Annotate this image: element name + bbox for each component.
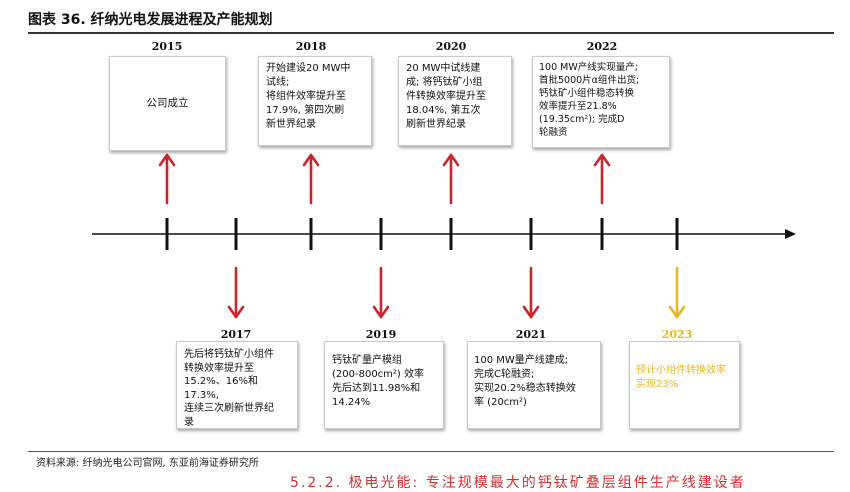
connector-arrow-2021 xyxy=(522,266,540,319)
event-text-2017: 先后将钙钛矿小组件 转换效率提升至 15.2%、16%和17.3%, 连续三次刷… xyxy=(184,349,274,428)
connector-arrow-2023 xyxy=(668,266,686,319)
year-label-2020: 2020 xyxy=(435,40,467,53)
connector-arrow-2017 xyxy=(227,266,245,319)
source-note: 资料来源: 纤纳光电公司官网, 东亚前海证券研究所 xyxy=(36,458,259,469)
event-card-2021: 100 MW量产线建成; 完成C轮融资; 实现20.2%稳态转换效 率 (20c… xyxy=(467,341,601,429)
year-label-2023: 2023 xyxy=(661,328,693,341)
event-card-2017: 先后将钙钛矿小组件 转换效率提升至 15.2%、16%和17.3%, 连续三次刷… xyxy=(176,341,298,429)
event-text-2023: 预计小组件转换效率 实现23% xyxy=(636,365,726,390)
arrow-head xyxy=(522,305,540,319)
event-text-2019: 钙钛矿量产模组 (200-800cm²) 效率 先后达到11.98%和 14.2… xyxy=(332,355,425,408)
year-label-2019: 2019 xyxy=(365,328,397,341)
event-text-2022: 100 MW产线实现量产; 首批5000片α组件出货; 钙钛矿小组件稳态转换 效… xyxy=(539,62,640,138)
event-card-2022: 100 MW产线实现量产; 首批5000片α组件出货; 钙钛矿小组件稳态转换 效… xyxy=(532,56,670,148)
arrow-head xyxy=(442,153,460,167)
arrow-head xyxy=(668,305,686,319)
connector-arrow-2015 xyxy=(158,153,176,205)
footer-divider xyxy=(28,451,834,452)
next-section-heading: 5.2.2. 极电光能: 专注规模最大的钙钛矿叠层组件生产线建设者 xyxy=(290,475,746,491)
arrow-head xyxy=(302,153,320,167)
timeline-graphic xyxy=(92,153,796,319)
year-label-2017: 2017 xyxy=(220,328,252,341)
connector-arrow-2022 xyxy=(593,153,611,205)
event-text-2015: 公司成立 xyxy=(146,97,189,109)
event-card-2020: 20 MW中试线建 成; 将钙钛矿小组 件转换效率提升至 18.04%, 第五次… xyxy=(398,56,512,146)
event-text-2021: 100 MW量产线建成; 完成C轮融资; 实现20.2%稳态转换效 率 (20c… xyxy=(474,355,576,408)
arrow-head xyxy=(158,153,176,167)
event-card-2023: 预计小组件转换效率 实现23% xyxy=(629,341,740,429)
title-divider xyxy=(28,32,834,34)
year-label-2015: 2015 xyxy=(151,40,183,53)
timeline-arrowhead xyxy=(785,229,796,239)
year-label-2018: 2018 xyxy=(295,40,327,53)
year-label-2021: 2021 xyxy=(515,328,547,341)
arrow-head xyxy=(372,305,390,319)
event-text-2018: 开始建设20 MW中 试线; 将组件效率提升至 17.9%, 第四次刷 新世界纪… xyxy=(266,63,351,130)
connector-arrow-2020 xyxy=(442,153,460,205)
arrow-head xyxy=(593,153,611,167)
year-label-2022: 2022 xyxy=(586,40,618,53)
event-card-2019: 钙钛矿量产模组 (200-800cm²) 效率 先后达到11.98%和 14.2… xyxy=(324,341,444,429)
event-card-2018: 开始建设20 MW中 试线; 将组件效率提升至 17.9%, 第四次刷 新世界纪… xyxy=(258,56,372,146)
arrow-head xyxy=(227,305,245,319)
event-text-2020: 20 MW中试线建 成; 将钙钛矿小组 件转换效率提升至 18.04%, 第五次… xyxy=(406,63,486,130)
event-card-2015: 公司成立 xyxy=(109,56,226,151)
connector-arrow-2018 xyxy=(302,153,320,205)
connector-arrow-2019 xyxy=(372,266,390,319)
figure-title: 图表 36. 纤纳光电发展进程及产能规划 xyxy=(28,12,273,28)
